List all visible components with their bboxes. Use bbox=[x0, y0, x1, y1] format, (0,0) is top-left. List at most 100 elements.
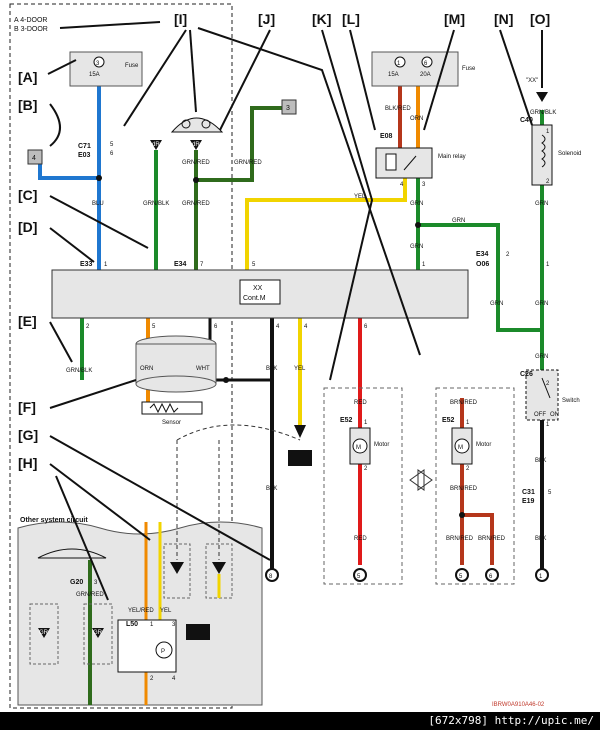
connector-e19: E19 bbox=[522, 498, 535, 505]
label-blk-red: BLK/RED bbox=[385, 106, 411, 112]
connector-e03: E03 bbox=[78, 152, 91, 159]
dashed-link-verticals bbox=[176, 440, 220, 560]
label-brn-red-4: BRN/RED bbox=[478, 536, 506, 542]
junction bbox=[223, 377, 229, 383]
callout-pointers bbox=[47, 21, 543, 601]
controller-line2: Cont.M bbox=[243, 295, 266, 302]
terminal-1: 1 bbox=[535, 568, 549, 582]
fuse-left-amp: 15A bbox=[89, 72, 100, 78]
ctrl-pin5: 5 bbox=[152, 324, 156, 330]
junction bbox=[96, 175, 102, 181]
ground-arrow-icon bbox=[92, 628, 104, 638]
ground-label: dR bbox=[192, 142, 200, 148]
legend-4door: A 4-DOOR bbox=[14, 17, 47, 24]
label-grn-1: GRN bbox=[410, 201, 423, 207]
motor-a-symbol: M bbox=[356, 445, 361, 451]
label-blu: BLU bbox=[92, 201, 104, 207]
callout-m: [M] bbox=[444, 11, 465, 27]
fuse-left: 3 15A Fuse bbox=[69, 51, 143, 87]
ground-arrow-icon bbox=[150, 140, 162, 150]
variant-box-1 bbox=[163, 543, 191, 599]
callout-d: [D] bbox=[18, 219, 37, 235]
c31-pin5: 5 bbox=[548, 490, 552, 496]
e52a-pin1: 1 bbox=[364, 420, 368, 426]
meter-icon bbox=[170, 117, 224, 133]
label-yel-lower: YEL bbox=[294, 366, 306, 372]
ctrl-pin1: 1 bbox=[422, 262, 426, 268]
connector-o06: O06 bbox=[476, 261, 489, 268]
label-grn-blk: GRN/BLK bbox=[143, 201, 169, 207]
wire-blu-branch bbox=[38, 162, 99, 180]
c40-pin2: 2 bbox=[546, 179, 550, 185]
connector-c71: C71 bbox=[78, 143, 91, 150]
motor-a-label: Motor bbox=[374, 442, 389, 448]
c40-pin1: 1 bbox=[546, 129, 550, 135]
fuse-right-num2: 6 bbox=[424, 61, 428, 67]
callout-g: [G] bbox=[18, 427, 38, 443]
gr-box-b bbox=[83, 603, 113, 665]
switch-off-label: OFF bbox=[534, 412, 546, 418]
label-blk-2: BLK bbox=[266, 486, 277, 492]
wire-wht-sensor bbox=[208, 318, 272, 382]
callout-c: [C] bbox=[18, 187, 37, 203]
sensor: Sensor bbox=[135, 335, 217, 426]
connector-g20: G20 bbox=[70, 579, 83, 586]
controller-badge bbox=[239, 279, 281, 305]
connector-3-box bbox=[281, 99, 297, 115]
connector-e52a: E52 bbox=[340, 417, 353, 424]
swap-arrows-icon bbox=[409, 469, 433, 491]
terminal-5b: 5 bbox=[455, 568, 469, 582]
solenoid: Solenoid bbox=[531, 124, 581, 186]
gr-label-a: GR bbox=[39, 630, 49, 636]
label-blk-1: BLK bbox=[266, 366, 277, 372]
c71-pin: 5 bbox=[110, 142, 114, 148]
switch: OFF ON Switch bbox=[525, 369, 580, 421]
e52a-pin2: 2 bbox=[364, 466, 368, 472]
fuel-pump-icon bbox=[288, 450, 312, 466]
terminal-5b-label: 5 bbox=[459, 574, 463, 580]
connector-4-box bbox=[27, 149, 43, 165]
e34b-pin2: 2 bbox=[506, 252, 510, 258]
label-grn-6: GRN bbox=[535, 301, 548, 307]
label-grn-4: GRN bbox=[490, 301, 503, 307]
connector-4-label: 4 bbox=[32, 155, 36, 162]
image-credit: [672x798] http://upic.me/ bbox=[428, 714, 594, 727]
e08-pin4: 4 bbox=[400, 182, 404, 188]
label-red-1: RED bbox=[354, 400, 367, 406]
label-brn-red-2: BRN/RED bbox=[450, 486, 478, 492]
motor-panel-b bbox=[435, 387, 515, 585]
c26-pin1: 1 bbox=[546, 422, 550, 428]
label-brn-red-3: BRN/RED bbox=[446, 536, 474, 542]
l50-pin4: 4 bbox=[172, 676, 176, 682]
callout-h: [H] bbox=[18, 455, 37, 471]
connector-c31: C31 bbox=[522, 489, 535, 496]
switch-label: Switch bbox=[562, 398, 580, 404]
connector-e08: E08 bbox=[380, 133, 393, 140]
e52b-pin2: 2 bbox=[466, 466, 470, 472]
pump-label: P bbox=[161, 649, 165, 655]
other-system-panel bbox=[17, 521, 263, 706]
ground-arrow-icon bbox=[170, 562, 184, 574]
footer-bar bbox=[0, 712, 600, 730]
label-grn-blk-solenoid: GRN/BLK bbox=[530, 110, 556, 116]
label-grn-7: GRN bbox=[535, 354, 548, 360]
label-orn-sensor: ORN bbox=[140, 366, 153, 372]
e03-pin: 6 bbox=[110, 151, 114, 157]
callout-o: [O] bbox=[530, 11, 550, 27]
callout-i: [I] bbox=[174, 11, 187, 27]
motor-b: M Motor bbox=[451, 427, 491, 465]
main-relay-label: Main relay bbox=[438, 154, 466, 160]
label-grn-5: GRN bbox=[535, 201, 548, 207]
motor-b-symbol: M bbox=[458, 445, 463, 451]
l50-pin1: 1 bbox=[150, 622, 154, 628]
fuse-left-label: Fuse bbox=[125, 63, 139, 69]
fuse-right-label: Fuse bbox=[462, 66, 476, 72]
label-grn-2: GRN bbox=[410, 244, 423, 250]
l50-pin3: 3 bbox=[172, 622, 176, 628]
ctrl-pin6b: 6 bbox=[364, 324, 368, 330]
controller-line1: XX bbox=[253, 285, 263, 292]
fuse-right-amp1: 15A bbox=[388, 72, 399, 78]
other-system-label: Other system circuit bbox=[20, 517, 88, 524]
ctrl-pin4a: 4 bbox=[276, 324, 280, 330]
